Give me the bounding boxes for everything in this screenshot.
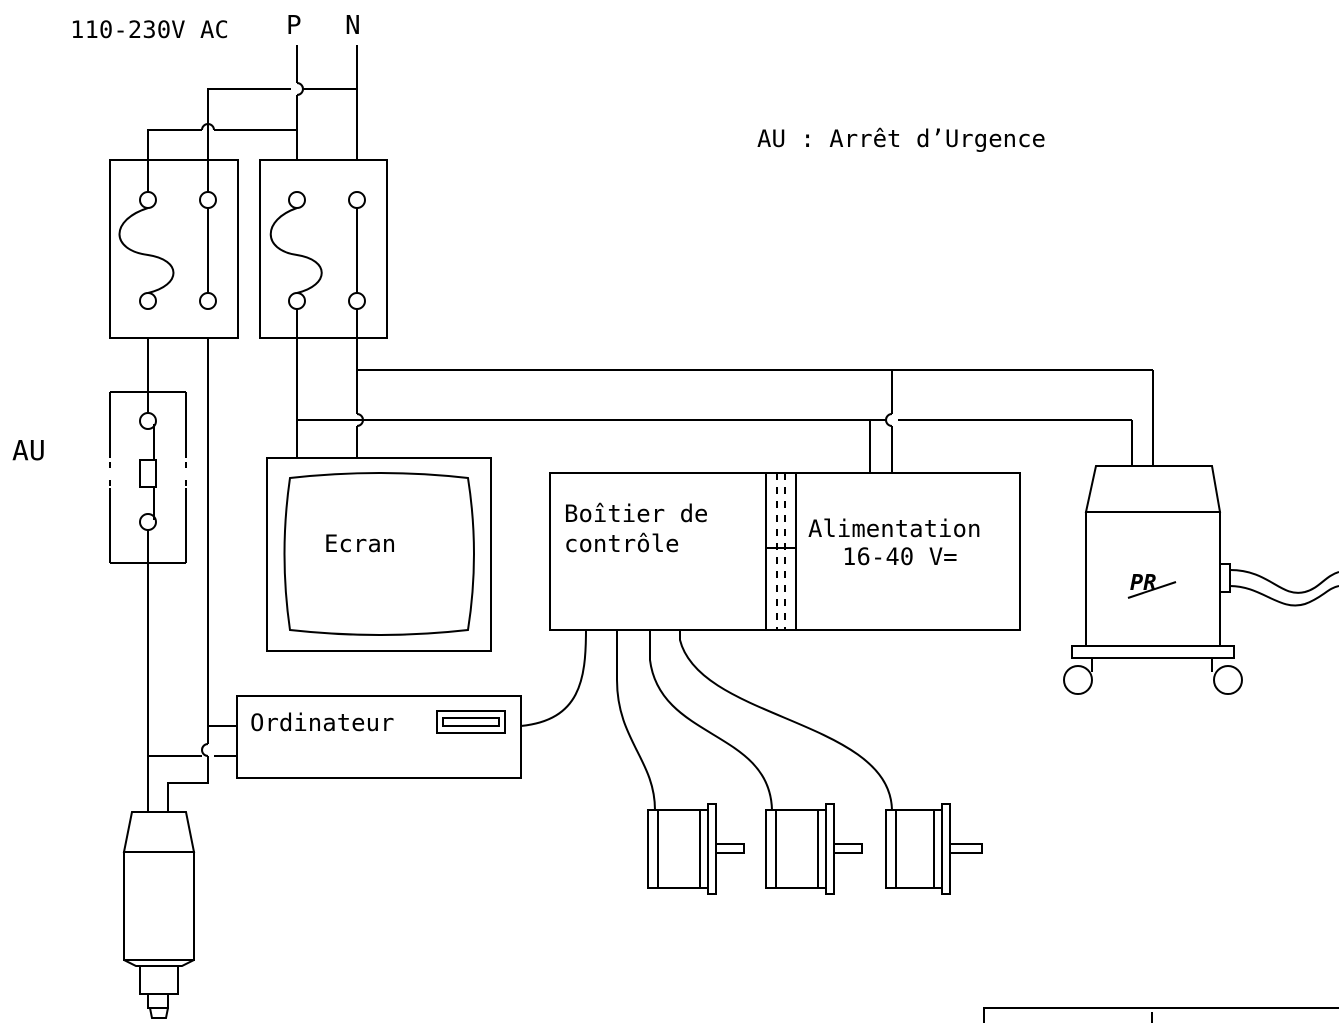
control-box [549,472,767,631]
supply-voltage-label: 110-230V AC [70,16,229,44]
computer [148,629,587,812]
spindle-motor [122,811,196,1019]
title-block [983,1007,1339,1023]
stepper-motor-2 [765,803,863,895]
power-supply [766,472,1021,631]
fuse-block-2 [259,159,388,339]
phase-label: P [286,11,302,41]
emergency-stop-label: AU [12,434,46,467]
stepper-motor-3 [885,803,983,895]
distribution-wires [296,309,1154,473]
stepper-motor-1 [647,803,745,895]
computer-label: Ordinateur [250,709,395,737]
motor-cables [616,630,893,811]
svg-text:PR: PR [1130,571,1157,596]
supply-wires [147,45,358,160]
neutral-label: N [345,11,361,41]
screen-monitor [266,457,492,652]
power-supply-label-2: 16-40 V= [842,543,958,571]
control-box-label-1: Boîtier de [564,500,709,528]
fuse-block-1 [109,159,239,339]
legend-text: AU : Arrêt d’Urgence [757,125,1046,153]
pump-unit [1063,465,1339,695]
control-box-label-2: contrôle [564,530,680,558]
screen-label: Ecran [324,530,396,558]
power-supply-label-1: Alimentation [808,515,981,543]
pump-logo: PR [1127,571,1177,599]
emergency-stop-switch [104,338,209,812]
